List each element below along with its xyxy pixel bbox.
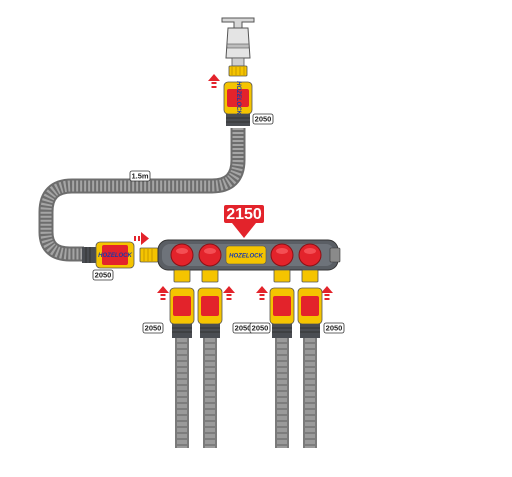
flow-arrow-up-3-icon xyxy=(256,286,268,300)
callout-arrow-icon xyxy=(232,223,256,238)
hose-length-label: 1.5m xyxy=(129,170,151,182)
main-product-code: 2150 xyxy=(226,206,262,223)
tap-adapter xyxy=(228,65,248,77)
brand-logo-left: HOZELOCK xyxy=(98,253,132,259)
hose-connector-bottom-4 xyxy=(297,287,323,338)
flow-arrow-up-2-icon xyxy=(223,286,235,300)
brand-logo-manifold: HOZELOCK xyxy=(229,254,263,260)
connector-code-top: 2050 xyxy=(255,115,272,124)
flow-arrow-right-icon xyxy=(134,232,149,245)
product-2150-callout: 2150 xyxy=(224,205,264,238)
connector-code-bottom-3: 2050 xyxy=(252,324,269,333)
connector-code-left: 2050 xyxy=(95,271,112,280)
hose-connector-top: HOZELOCK xyxy=(223,81,253,126)
connector-label-bottom-4: 2050 xyxy=(323,322,345,334)
flow-arrow-icon xyxy=(208,74,220,88)
valve-knob-2[interactable] xyxy=(198,243,222,267)
outlet-adapters xyxy=(173,269,319,283)
output-hoses xyxy=(175,338,317,448)
connector-label-bottom-1: 2050 xyxy=(142,322,164,334)
flow-arrow-up-1-icon xyxy=(157,286,169,300)
connector-label-left: 2050 xyxy=(92,269,114,281)
garden-tap xyxy=(221,17,255,67)
valve-knob-4[interactable] xyxy=(298,243,322,267)
hose-connector-bottom-1 xyxy=(169,287,195,338)
connector-code-bottom-4: 2050 xyxy=(326,324,343,333)
valve-knob-1[interactable] xyxy=(170,243,194,267)
connector-code-bottom-1: 2050 xyxy=(145,324,162,333)
hose-connector-bottom-3 xyxy=(269,287,295,338)
flow-arrow-up-4-icon xyxy=(321,286,333,300)
valve-knob-3[interactable] xyxy=(270,243,294,267)
hose-length-text: 1.5m xyxy=(131,172,148,181)
hose-connector-bottom-2 xyxy=(197,287,223,338)
manifold-inlet-adapter xyxy=(139,247,159,263)
hose-1-5m xyxy=(38,128,246,262)
connector-label-bottom-3: 2050 xyxy=(249,322,271,334)
connector-code-bottom-2: 2050 xyxy=(235,324,252,333)
connector-label-top: 2050 xyxy=(252,113,274,125)
brand-logo-top: HOZELOCK xyxy=(235,81,241,115)
hose-connector-left: HOZELOCK xyxy=(82,241,135,269)
